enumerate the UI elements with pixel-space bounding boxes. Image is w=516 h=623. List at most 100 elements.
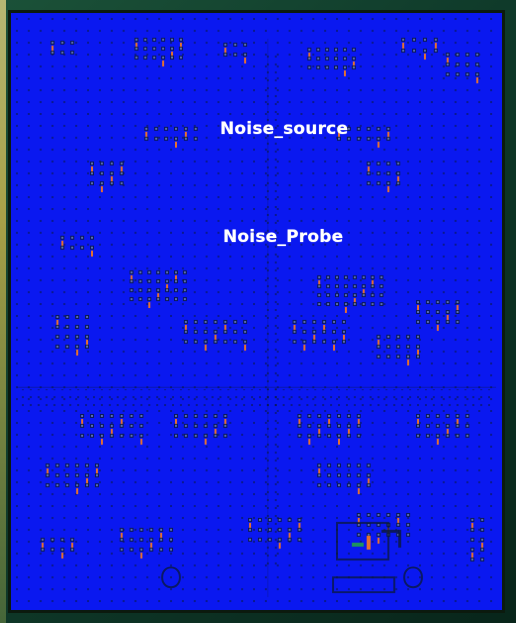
pad-highlight (476, 53, 479, 56)
pad-highlight (336, 276, 339, 279)
pad-accent (171, 51, 174, 58)
pad-accent (362, 289, 365, 296)
pad-highlight (423, 49, 426, 52)
pad-accent (352, 61, 355, 68)
pcb-board: Noise_source Noise_Probe (8, 10, 505, 613)
pad-highlight (308, 66, 311, 69)
pad-highlight (139, 271, 142, 274)
pad-accent (61, 552, 64, 559)
pad-highlight (303, 330, 306, 333)
pad-accent (95, 468, 98, 475)
pad-highlight (66, 335, 69, 338)
pad-highlight (166, 271, 169, 274)
pad-highlight (81, 434, 84, 437)
pad-highlight (434, 49, 437, 52)
pad-highlight (148, 289, 151, 292)
pad-highlight (110, 182, 113, 185)
pad-highlight (367, 127, 370, 130)
pad-highlight (234, 330, 237, 333)
pad-highlight (120, 162, 123, 165)
pad-highlight (347, 127, 350, 130)
pad-highlight (436, 414, 439, 417)
pad-highlight (436, 301, 439, 304)
pad-accent (357, 517, 360, 524)
pad-accent (81, 418, 84, 425)
pad-highlight (338, 137, 340, 140)
pad-highlight (130, 548, 133, 551)
pad-highlight (244, 340, 247, 343)
pad-highlight (174, 298, 177, 301)
pad-highlight (353, 276, 356, 279)
pad-highlight (380, 285, 383, 288)
pad-highlight (343, 57, 346, 60)
pad-highlight (417, 335, 420, 338)
pad-highlight (244, 53, 247, 56)
pad-highlight (81, 414, 84, 417)
pad-highlight (183, 271, 186, 274)
pad-highlight (371, 303, 374, 306)
pad-highlight (166, 298, 169, 301)
pad-highlight (352, 57, 355, 60)
pad-accent (179, 42, 182, 49)
pad-highlight (120, 538, 123, 541)
pad-highlight (318, 474, 321, 477)
pad-accent (214, 428, 217, 435)
pad-highlight (423, 38, 426, 41)
pad-highlight (397, 523, 400, 526)
pad-highlight (162, 56, 165, 59)
pad-highlight (397, 513, 400, 516)
pad-highlight (244, 320, 247, 323)
pad-highlight (328, 464, 331, 467)
pad-highlight (61, 51, 64, 54)
pad-accent (174, 418, 177, 425)
pad-highlight (153, 56, 156, 59)
pad-highlight (130, 528, 133, 531)
pad-accent (367, 166, 370, 173)
pad-highlight (184, 127, 187, 130)
pad-highlight (120, 414, 123, 417)
pad-highlight (317, 66, 320, 69)
pad-highlight (120, 172, 123, 175)
pad-highlight (371, 276, 374, 279)
pad-clusters (40, 37, 485, 562)
pad-highlight (224, 340, 227, 343)
pad-highlight (150, 528, 153, 531)
pad-highlight (466, 434, 469, 437)
pad-highlight (214, 434, 217, 437)
pad-highlight (140, 424, 143, 427)
pad-highlight (135, 38, 138, 41)
pad-highlight (81, 246, 84, 249)
pad-highlight (352, 66, 355, 69)
pad-highlight (157, 298, 160, 301)
pad-highlight (357, 414, 360, 417)
pad-highlight (214, 340, 217, 343)
pad-highlight (343, 48, 346, 51)
pad-highlight (347, 434, 350, 437)
pad-accent (110, 428, 113, 435)
pad-highlight (66, 474, 69, 477)
pad-highlight (66, 345, 69, 348)
pad-highlight (41, 538, 44, 541)
pad-accent (184, 324, 187, 331)
pad-accent (318, 280, 321, 287)
pad-accent (436, 324, 439, 331)
pad-highlight (357, 424, 360, 427)
pad-highlight (214, 330, 217, 333)
pad-highlight (100, 414, 103, 417)
outline-circle-2 (403, 566, 423, 589)
pad-accent (214, 334, 217, 341)
pad-highlight (338, 474, 340, 477)
pad-highlight (95, 464, 98, 467)
pad-highlight (139, 280, 142, 283)
pad-highlight (308, 57, 311, 60)
pad-highlight (56, 345, 59, 348)
pad-highlight (347, 464, 350, 467)
pad-highlight (71, 236, 74, 239)
pad-highlight (357, 513, 360, 516)
pad-highlight (377, 172, 380, 175)
pad-highlight (91, 162, 93, 165)
pad-highlight (417, 320, 420, 323)
pad-highlight (387, 182, 390, 185)
pad-highlight (434, 38, 437, 41)
pad-highlight (318, 414, 321, 417)
